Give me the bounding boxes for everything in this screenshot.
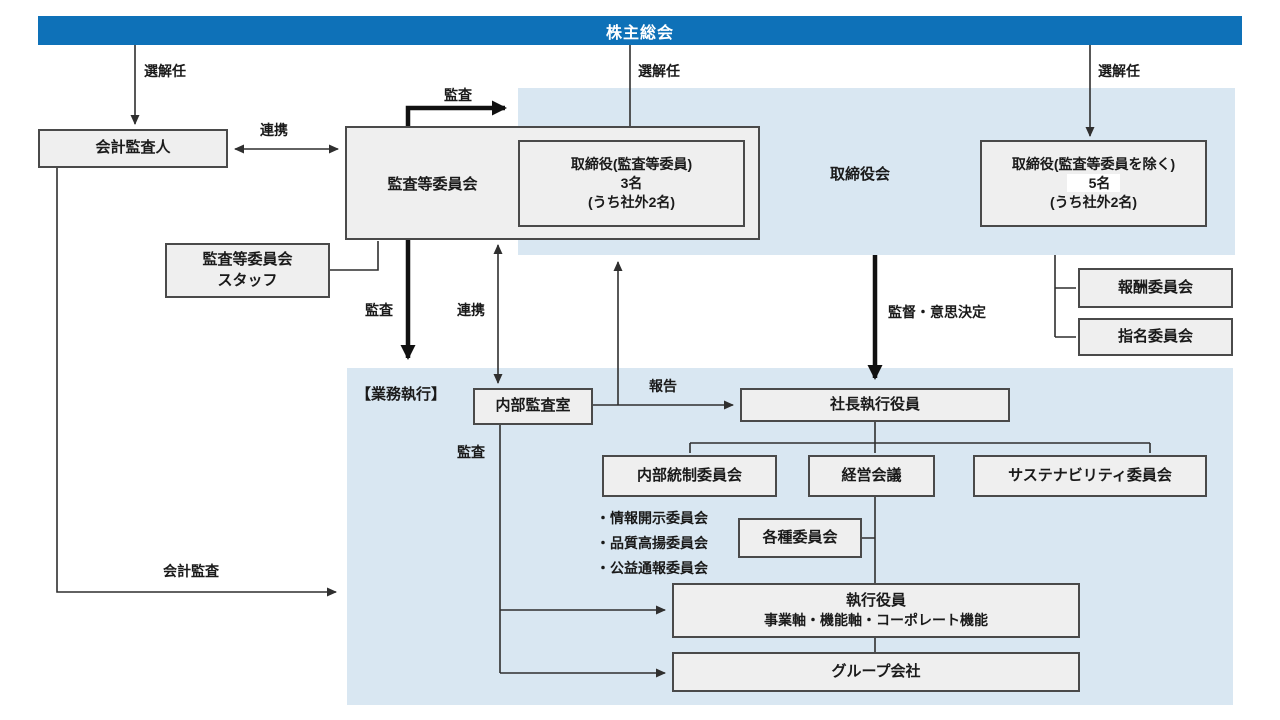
cooperation-label-horizontal: 連携	[260, 122, 288, 138]
executive-officers-box: 執行役員 事業軸・機能軸・コーポレート機能	[672, 583, 1080, 638]
president-executive-officer-box: 社長執行役員	[740, 388, 1010, 422]
internal-control-committee-label: 内部統制委員会	[636, 466, 742, 484]
group-companies-label: グループ会社	[831, 662, 921, 680]
group-companies-box: グループ会社	[672, 652, 1080, 692]
report-label: 報告	[649, 378, 677, 394]
audit-committee-directors-line3: (うち社外2名)	[587, 193, 676, 210]
various-committees-label: 各種委員会	[762, 528, 838, 546]
sustainability-committee-label: サステナビリティ委員会	[1008, 466, 1172, 484]
directors-excluding-line1: 取締役(監査等委員を除く)	[1011, 156, 1176, 173]
internal-audit-office-box: 内部監査室	[473, 388, 593, 425]
accounting-auditor-label: 会計監査人	[95, 139, 171, 157]
audit-label-top: 監査	[444, 87, 472, 103]
executive-officers-line1: 執行役員	[845, 591, 906, 609]
subcommittee-quality: ・品質高揚委員会	[596, 535, 708, 551]
nomination-committee-label: 指名委員会	[1117, 327, 1193, 345]
audit-committee-staff-box: 監査等委員会 スタッフ	[165, 243, 330, 298]
arrow-accounting-audit	[56, 168, 337, 597]
internal-audit-office-label: 内部監査室	[495, 397, 571, 415]
accounting-audit-label: 会計監査	[163, 563, 219, 579]
arrow-audit-to-board-bold	[405, 100, 507, 128]
appoint-dismiss-label-center: 選解任	[638, 63, 680, 79]
compensation-committee-label: 報酬委員会	[1117, 278, 1193, 296]
shareholders-meeting-label: 株主総会	[605, 24, 674, 42]
audit-label-lower: 監査	[457, 444, 485, 460]
connector-management-meeting-down	[862, 497, 876, 583]
management-meeting-label: 経営会議	[841, 466, 902, 484]
appoint-dismiss-label-right: 選解任	[1098, 63, 1140, 79]
internal-control-committee-box: 内部統制委員会	[602, 455, 777, 497]
management-meeting-box: 経営会議	[808, 455, 935, 497]
appoint-dismiss-label-left: 選解任	[144, 63, 186, 79]
audit-staff-line2: スタッフ	[217, 271, 278, 289]
connector-president-children	[689, 422, 1151, 453]
directors-excluding-audit-box: 取締役(監査等委員を除く) 5名 (うち社外2名)	[980, 140, 1207, 227]
audit-committee-directors-line1: 取締役(監査等委員)	[570, 156, 693, 173]
cooperation-label-vertical: 連携	[457, 302, 485, 318]
bracket-board-committees	[1054, 255, 1076, 338]
various-committees-box: 各種委員会	[738, 518, 862, 558]
audit-committee-text: 監査等委員会	[387, 175, 478, 193]
compensation-committee-box: 報酬委員会	[1078, 268, 1233, 308]
directors-excluding-line3: (うち社外2名)	[1049, 193, 1138, 210]
executive-officers-line2: 事業軸・機能軸・コーポレート機能	[764, 612, 988, 629]
accounting-auditor-box: 会計監査人	[38, 129, 228, 168]
audit-staff-line1: 監査等委員会	[202, 251, 293, 269]
directors-excluding-line2: 5名	[1066, 174, 1121, 193]
business-execution-label: 【業務執行】	[356, 386, 447, 403]
connector-audit-staff	[330, 241, 379, 271]
subcommittee-disclosure: ・情報開示委員会	[596, 510, 708, 526]
audit-committee-label: 監査等委員会	[345, 126, 520, 240]
nomination-committee-box: 指名委員会	[1078, 318, 1233, 356]
audit-committee-directors-box: 取締役(監査等委員) 3名 (うち社外2名)	[518, 140, 745, 227]
subcommittee-whistleblower: ・公益通報委員会	[596, 560, 708, 576]
president-executive-officer-label: 社長執行役員	[829, 395, 920, 413]
shareholders-meeting-bar: 株主総会	[38, 16, 1242, 45]
sustainability-committee-box: サステナビリティ委員会	[973, 455, 1207, 497]
supervision-decision-label: 監督・意思決定	[888, 304, 986, 320]
audit-label-middle: 監査	[365, 302, 393, 318]
audit-committee-directors-line2: 3名	[620, 175, 643, 192]
board-of-directors-label: 取締役会	[830, 166, 891, 183]
